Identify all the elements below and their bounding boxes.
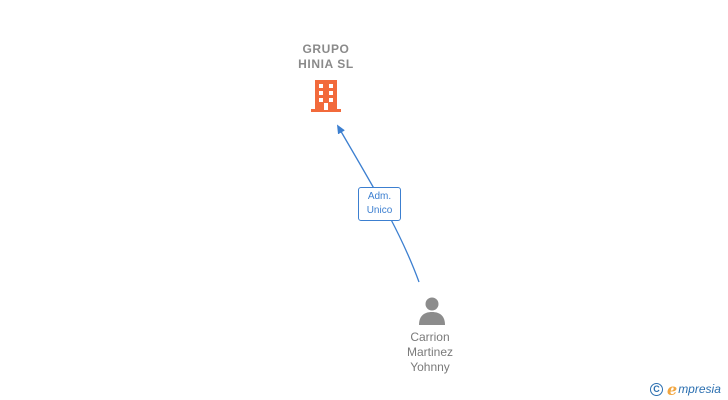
empresia-logo[interactable]: C e mpresia [650,379,721,399]
person-icon[interactable] [417,296,447,326]
copyright-icon: C [650,382,663,396]
role-label-box[interactable]: Adm. Unico [358,187,401,221]
building-icon[interactable] [310,78,342,114]
brand-initial: e [667,379,678,399]
person-name[interactable]: Carrion Martinez Yohnny [406,330,453,374]
company-name[interactable]: GRUPO HINIA SL [298,42,354,71]
brand-name: mpresia [678,382,721,396]
role-label-line1: Adm. [367,191,392,202]
role-label-line2: Unico [366,205,393,216]
